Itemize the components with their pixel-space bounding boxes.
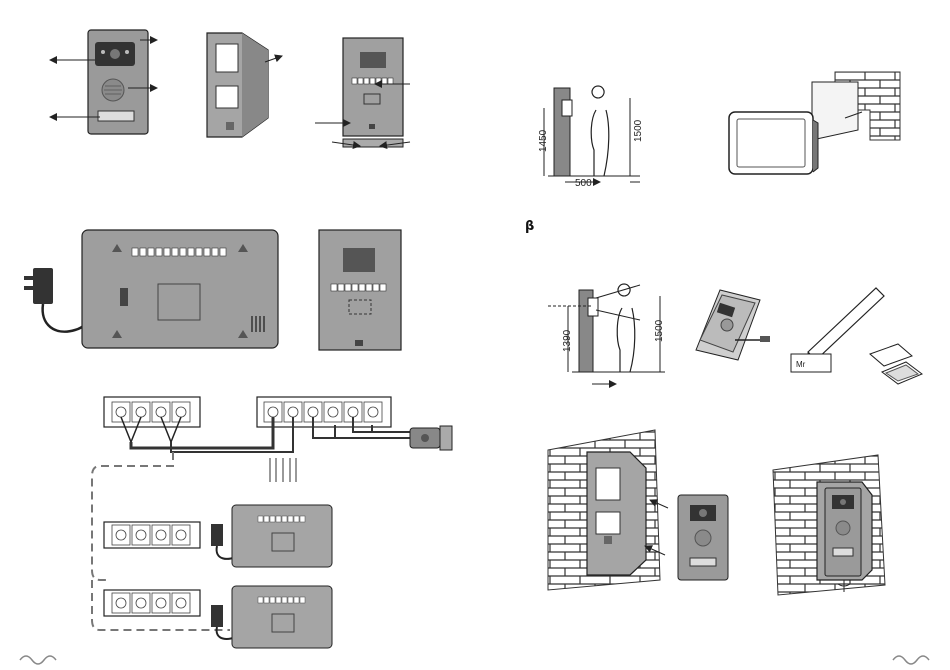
final-mounted-unit [773, 455, 885, 595]
person-height-label-2: 1500 [654, 319, 665, 342]
name-tag-step [791, 288, 922, 384]
rain-cover [207, 33, 282, 137]
outdoor-unit-angled [696, 290, 770, 360]
monitor-height-diagram [544, 86, 640, 182]
install-height-label-1: 1450 [538, 129, 549, 152]
name-tag-text: Mr [796, 360, 806, 369]
section-symbol: β [525, 219, 534, 234]
wall-mount-cover [548, 430, 728, 590]
outdoor-unit-back [315, 38, 410, 147]
footer-logo-right [893, 656, 929, 664]
footer-logo-left [20, 656, 56, 664]
wiring-diagram [92, 397, 452, 648]
distance-label-1: 500 [575, 178, 592, 189]
indoor-monitor-back [82, 230, 278, 348]
outdoor-unit-front [50, 30, 157, 134]
monitor-wall-mount [729, 72, 900, 174]
install-height-label-2: 1390 [562, 329, 573, 352]
person-height-label-1: 1500 [633, 119, 644, 142]
outdoor-unit-back-large [319, 230, 401, 350]
